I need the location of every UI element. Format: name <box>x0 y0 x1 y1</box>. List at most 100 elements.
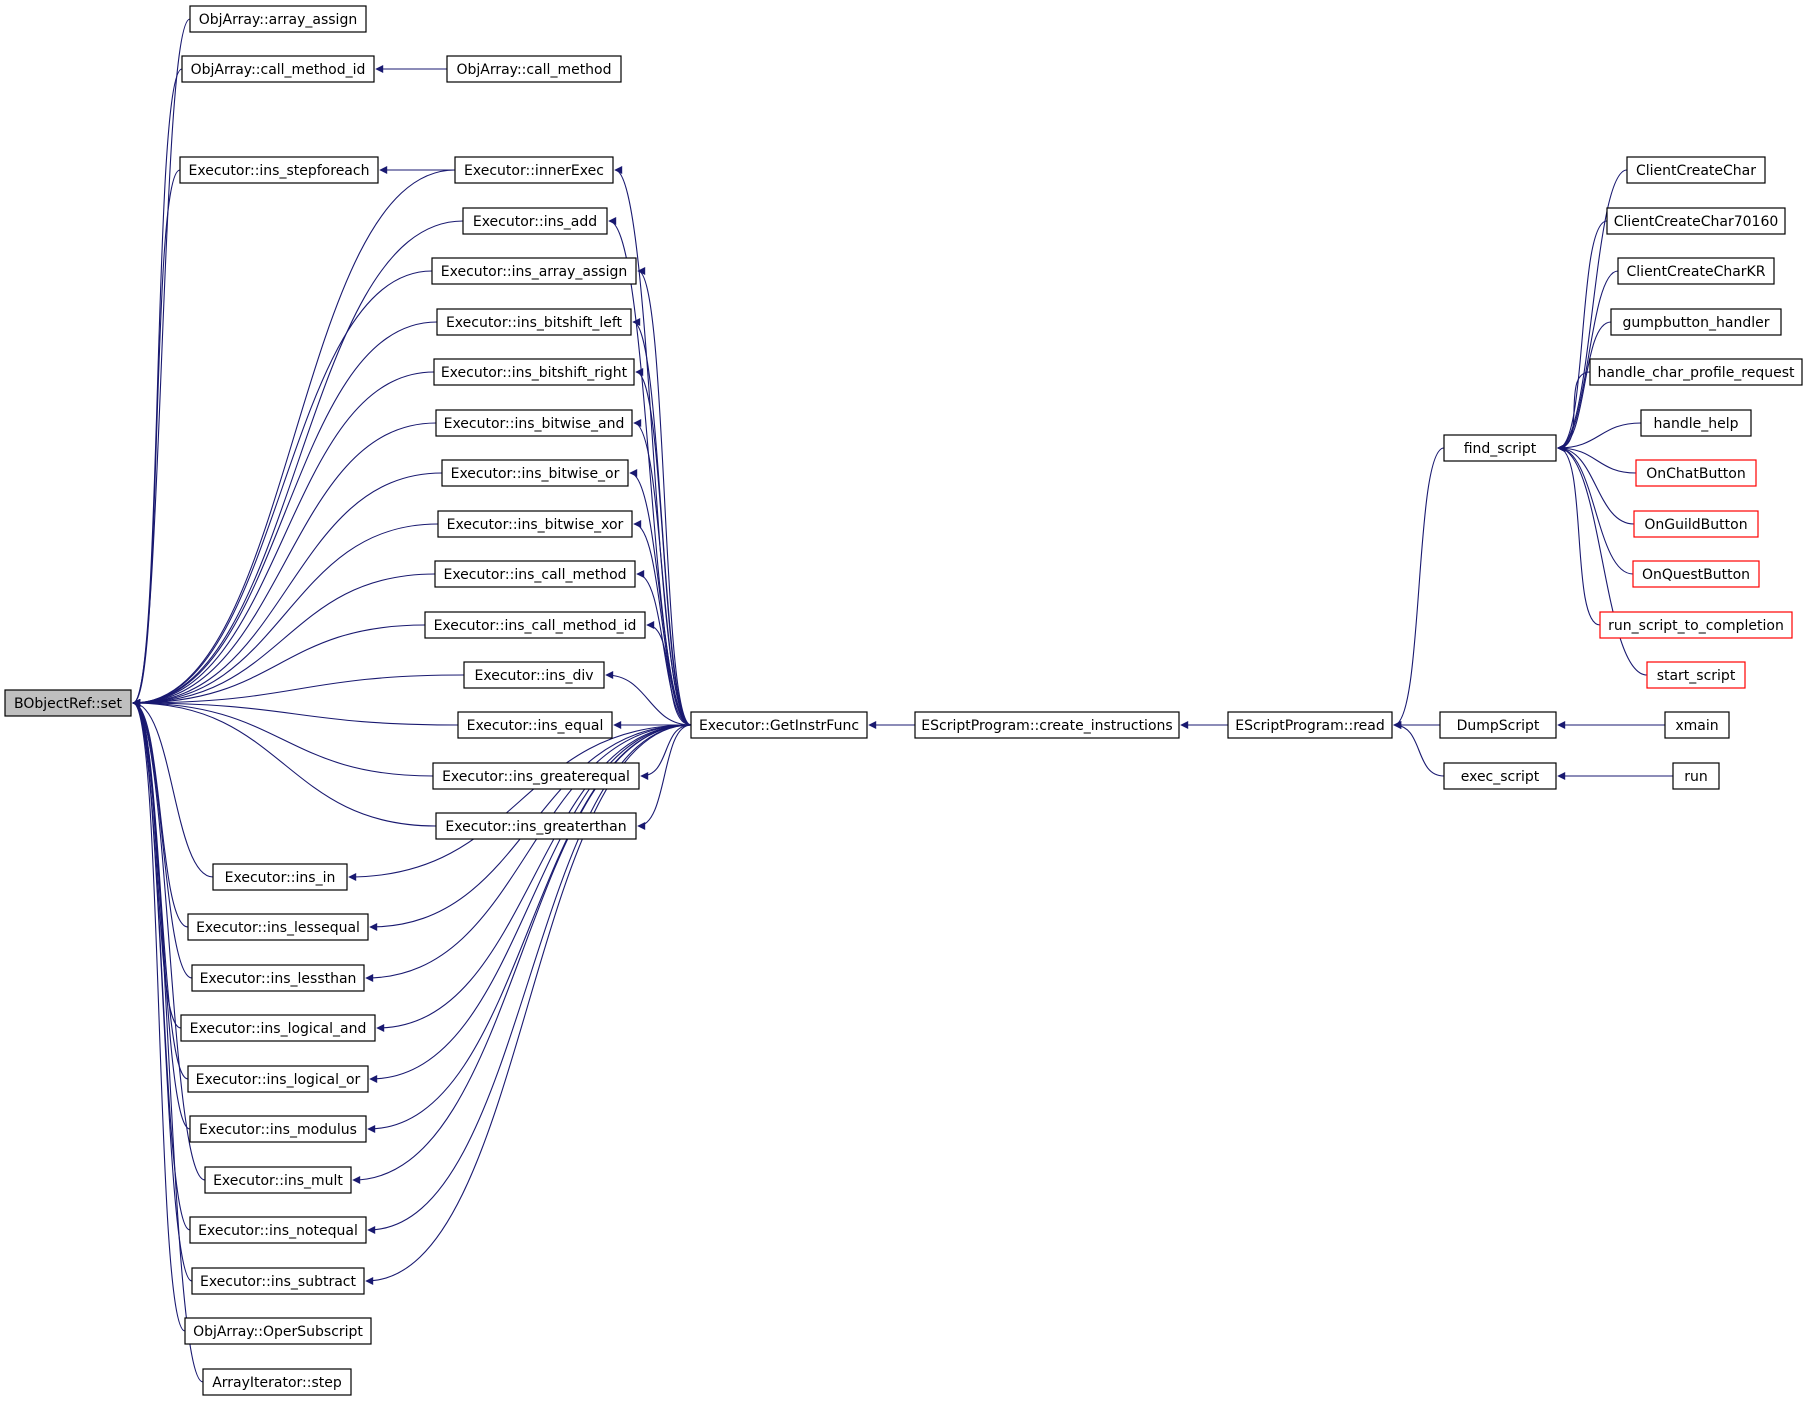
node-set[interactable]: BObjectRef::set <box>4 689 132 717</box>
edge-GetInstrFunc-to-ins_mult <box>352 724 692 1184</box>
node-box <box>1443 762 1557 790</box>
node-box <box>433 358 635 386</box>
edge-innerExec-to-set <box>132 169 456 707</box>
node-call-method-id[interactable]: ObjArray::call_method_id <box>181 55 375 83</box>
node-run[interactable]: run <box>1672 762 1720 790</box>
edge-OperSubscript-to-set <box>132 699 186 1332</box>
node-onquestbutton[interactable]: OnQuestButton <box>1632 560 1760 588</box>
node-onguildbutton[interactable]: OnGuildButton <box>1633 510 1759 538</box>
node-box <box>1617 257 1775 285</box>
edge-ins_in-to-set <box>132 699 214 878</box>
node-ins-logical-or[interactable]: Executor::ins_logical_or <box>187 1065 369 1093</box>
node-box <box>1635 459 1757 487</box>
node-ins-bitshift-left[interactable]: Executor::ins_bitshift_left <box>436 308 632 336</box>
node-ins-lessthan[interactable]: Executor::ins_lessthan <box>191 964 365 992</box>
node-ins-mult[interactable]: Executor::ins_mult <box>204 1166 352 1194</box>
node-box <box>1589 358 1803 386</box>
node-ins-array-assign[interactable]: Executor::ins_array_assign <box>431 257 637 285</box>
node-ins-bitwise-and[interactable]: Executor::ins_bitwise_and <box>435 409 633 437</box>
edge-OnChatButton-to-find_script <box>1557 444 1637 474</box>
node-box <box>212 863 348 891</box>
node-ins-greaterthan[interactable]: Executor::ins_greaterthan <box>435 812 637 840</box>
node-create-instructions[interactable]: EScriptProgram::create_instructions <box>914 711 1180 739</box>
node-box <box>179 156 379 184</box>
node-ins-lessequal[interactable]: Executor::ins_lessequal <box>187 913 369 941</box>
node-label: Executor::ins_bitshift_left <box>446 315 623 331</box>
node-ins-call-method-id[interactable]: Executor::ins_call_method_id <box>424 611 646 639</box>
node-label: Executor::ins_bitwise_xor <box>447 517 624 533</box>
node-handle-help[interactable]: handle_help <box>1640 409 1752 437</box>
node-opersubscript[interactable]: ObjArray::OperSubscript <box>184 1317 372 1345</box>
node-ins-call-method[interactable]: Executor::ins_call_method <box>434 560 636 588</box>
edge-ClientCreateChar-to-find_script <box>1557 169 1628 452</box>
node-ins-bitshift-right[interactable]: Executor::ins_bitshift_right <box>433 358 635 386</box>
edge-ins_bitshift_right-to-set <box>132 371 435 707</box>
node-clientcreatecharkr[interactable]: ClientCreateCharKR <box>1617 257 1775 285</box>
edge-gumpbutton_handler-to-find_script <box>1557 321 1612 452</box>
edge-ins_subtract-to-set <box>132 699 193 1282</box>
node-ins-div[interactable]: Executor::ins_div <box>463 661 605 689</box>
node-run-script-to-completion[interactable]: run_script_to_completion <box>1599 611 1793 639</box>
node-call-method[interactable]: ObjArray::call_method <box>446 55 622 83</box>
edge-GetInstrFunc-to-ins_bitwise_or <box>629 469 692 726</box>
node-clientcreatechar[interactable]: ClientCreateChar <box>1626 156 1766 184</box>
node-dumpscript[interactable]: DumpScript <box>1439 711 1557 739</box>
node-ins-notequal[interactable]: Executor::ins_notequal <box>189 1216 367 1244</box>
node-label: Executor::ins_bitwise_and <box>444 416 625 432</box>
node-ins-equal[interactable]: Executor::ins_equal <box>457 711 613 739</box>
edge-GetInstrFunc-to-ins_call_method_id <box>646 621 692 726</box>
edge-ins_bitwise_and-to-set <box>132 422 437 707</box>
node-box <box>1606 207 1786 235</box>
edge-ins_mult-to-set <box>132 699 206 1181</box>
node-array-assign[interactable]: ObjArray::array_assign <box>189 5 367 33</box>
node-step[interactable]: ArrayIterator::step <box>202 1368 352 1396</box>
edge-ins_bitshift_left-to-set <box>132 321 438 707</box>
node-label: Executor::ins_div <box>475 668 594 684</box>
node-box <box>432 762 640 790</box>
node-box <box>1610 308 1782 336</box>
node-box <box>1439 711 1557 739</box>
node-box <box>181 55 375 83</box>
node-box <box>690 711 868 739</box>
node-start-script[interactable]: start_script <box>1646 661 1746 689</box>
node-box <box>462 207 608 235</box>
node-innerexec[interactable]: Executor::innerExec <box>454 156 614 184</box>
edge-ins_lessequal-to-set <box>132 699 189 928</box>
node-onchatbutton[interactable]: OnChatButton <box>1635 459 1757 487</box>
node-label: find_script <box>1464 441 1537 457</box>
node-box <box>1633 510 1759 538</box>
node-exec-script[interactable]: exec_script <box>1443 762 1557 790</box>
node-getinstrfunc[interactable]: Executor::GetInstrFunc <box>690 711 868 739</box>
node-label: EScriptProgram::create_instructions <box>921 718 1172 734</box>
node-box <box>180 1014 376 1042</box>
node-ins-bitwise-or[interactable]: Executor::ins_bitwise_or <box>441 459 629 487</box>
edge-run_script_to_completion-to-find_script <box>1557 444 1601 626</box>
node-box <box>431 257 637 285</box>
node-label: run <box>1684 769 1708 785</box>
edge-ins_logical_and-to-set <box>132 699 182 1029</box>
node-read[interactable]: EScriptProgram::read <box>1227 711 1393 739</box>
node-label: Executor::ins_logical_and <box>190 1021 367 1037</box>
node-ins-add[interactable]: Executor::ins_add <box>462 207 608 235</box>
edge-layer <box>132 18 1674 1383</box>
edge-exec_script-to-read <box>1393 721 1445 777</box>
node-ins-logical-and[interactable]: Executor::ins_logical_and <box>180 1014 376 1042</box>
node-clientcreatechar70160[interactable]: ClientCreateChar70160 <box>1606 207 1786 235</box>
node-find-script[interactable]: find_script <box>1443 434 1557 462</box>
node-label: ObjArray::call_method_id <box>191 62 366 78</box>
node-ins-subtract[interactable]: Executor::ins_subtract <box>191 1267 365 1295</box>
node-handle-char-profile-request[interactable]: handle_char_profile_request <box>1589 358 1803 386</box>
edge-ins_logical_or-to-set <box>132 699 189 1080</box>
node-box <box>1599 611 1793 639</box>
node-gumpbutton-handler[interactable]: gumpbutton_handler <box>1610 308 1782 336</box>
node-ins-in[interactable]: Executor::ins_in <box>212 863 348 891</box>
node-ins-bitwise-xor[interactable]: Executor::ins_bitwise_xor <box>437 510 633 538</box>
node-ins-modulus[interactable]: Executor::ins_modulus <box>189 1115 367 1143</box>
node-box <box>191 1267 365 1295</box>
node-label: Executor::ins_array_assign <box>441 264 627 280</box>
edge-ins_bitwise_xor-to-set <box>132 523 439 707</box>
edge-ins_add-to-set <box>132 220 464 707</box>
node-ins-stepforeach[interactable]: Executor::ins_stepforeach <box>179 156 379 184</box>
node-xmain[interactable]: xmain <box>1664 711 1730 739</box>
node-ins-greaterequal[interactable]: Executor::ins_greaterequal <box>432 762 640 790</box>
